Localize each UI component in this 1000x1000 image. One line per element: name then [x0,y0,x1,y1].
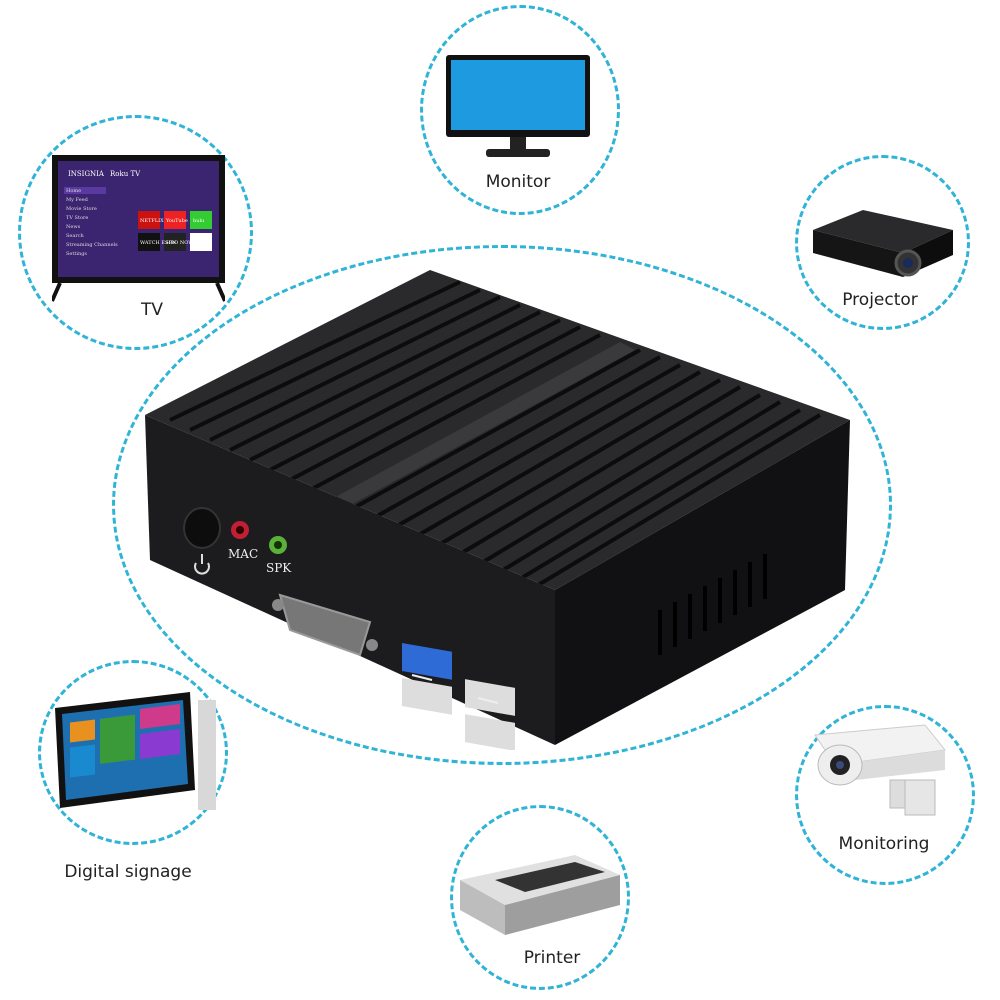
projector-icon [808,205,956,285]
digital-signage-icon [50,690,220,820]
monitor-icon [446,55,590,159]
projector-label: Projector [842,290,918,310]
printer-label: Printer [523,948,581,968]
digital-signage-circle [38,660,228,845]
tv-circle [18,115,253,350]
mic-port-label: MAC [228,547,258,561]
tv-menu-item: Movie Store [66,206,97,212]
mini-pc-image: MAC SPK [145,270,850,750]
monitoring-circle [795,705,975,885]
usb-icon [411,674,499,704]
power-icon [194,554,210,575]
printer-circle [450,805,630,990]
tv-app-hbo: HBO NOW [166,240,194,246]
tv-platform-label: Roku TV [110,170,141,178]
tv-menu-item: TV Store [66,215,88,221]
tv-menu-item: Streaming Channels [66,242,118,248]
tv-label: TV [140,300,164,320]
serial-port-icon [272,593,378,657]
monitoring-label: Monitoring [838,834,930,854]
printer-icon [455,850,625,940]
tv-app-hulu: hulu [193,218,205,224]
monitor-circle [420,5,620,215]
tv-app-netflix: NETFLIX [140,218,164,224]
tv-app-youtube: YouTube [165,218,188,224]
monitor-label: Monitor [485,172,551,192]
security-camera-icon [810,720,960,820]
tv-menu-item: Settings [66,251,87,257]
tv-menu-item: News [66,224,81,230]
tv-menu-item: Home [66,188,81,194]
central-dashed-ellipse [112,245,892,765]
tv-brand-label: INSIGNIA [68,170,105,178]
tv-icon: INSIGNIA Roku TV Home My Feed Movie Stor… [50,155,227,303]
speaker-port-label: SPK [266,561,292,575]
projector-circle [795,155,970,330]
tv-app-espn: WATCH ESPN [140,240,177,246]
digital-signage-label: Digital signage [64,862,192,882]
tv-menu-item: Search [66,233,85,239]
tv-menu-item: My Feed [66,197,89,203]
